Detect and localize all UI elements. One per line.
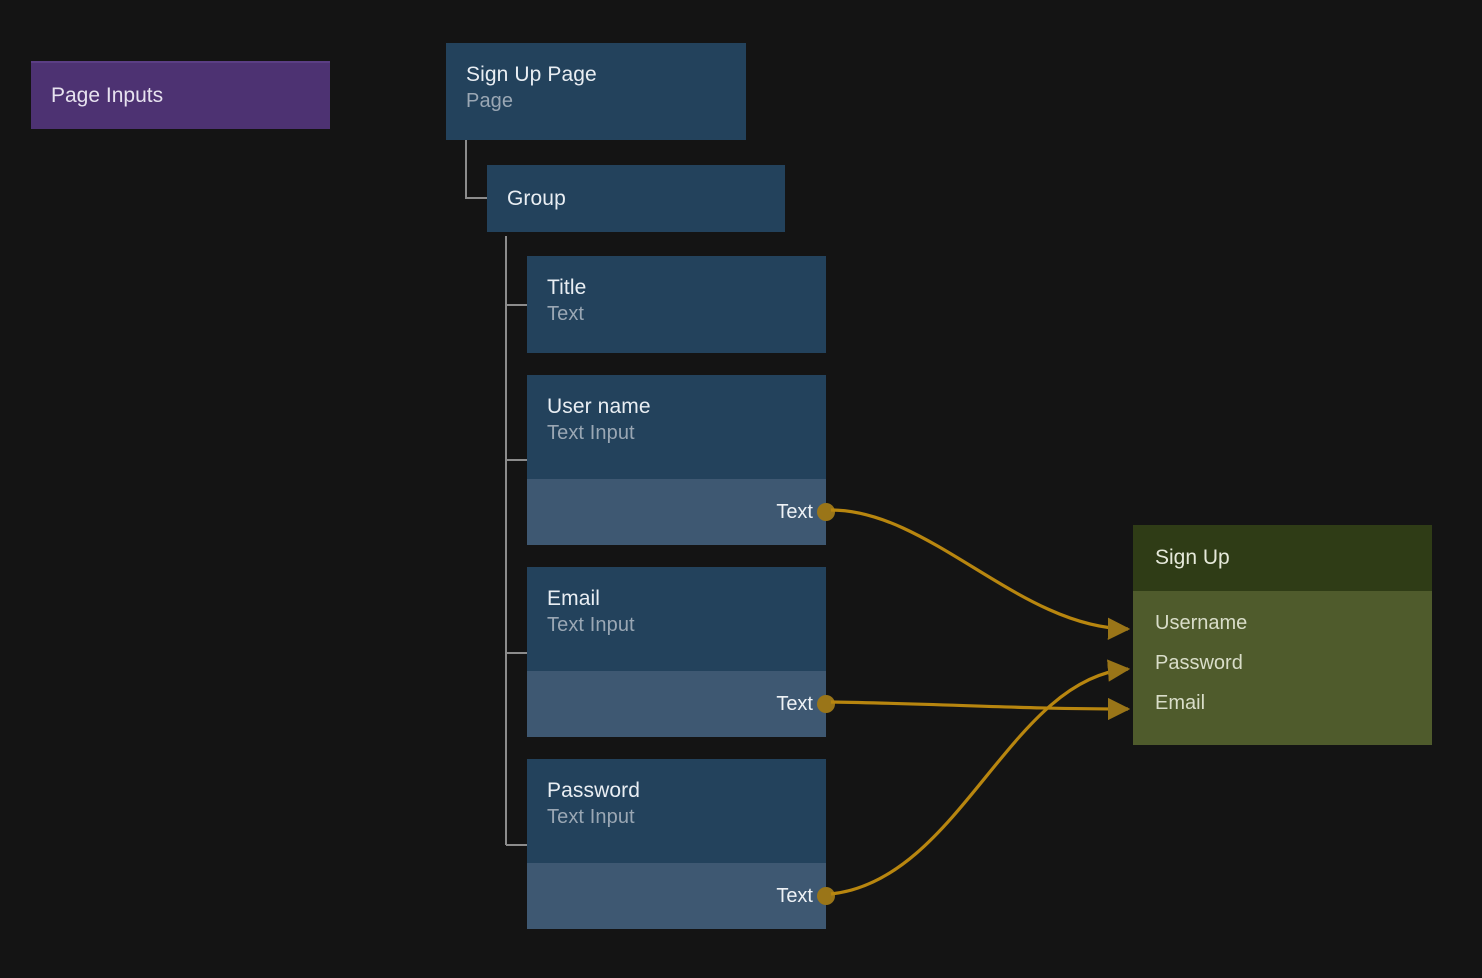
node-sign-up-page-subtitle: Page <box>466 90 514 112</box>
node-title[interactable]: Title Text <box>527 256 826 353</box>
node-group-header[interactable]: Group <box>487 165 785 232</box>
node-sign-up-action-title: Sign Up <box>1155 546 1230 569</box>
input-port-username[interactable]: Username <box>1133 603 1432 643</box>
node-password-label: Password <box>547 779 641 802</box>
node-user-name-output-port-label: Text <box>776 501 813 523</box>
node-email[interactable]: Email Text Input Text <box>527 567 835 737</box>
node-user-name-output-port[interactable]: Text <box>527 479 835 545</box>
node-title-header[interactable]: Title Text <box>527 256 826 353</box>
node-email-label: Email <box>547 587 601 610</box>
input-port-username-label: Username <box>1155 612 1248 634</box>
node-user-name-header[interactable]: User name Text Input <box>527 375 826 479</box>
output-port-dot-icon[interactable] <box>817 503 835 521</box>
node-title-label: Title <box>547 276 587 299</box>
node-email-header[interactable]: Email Text Input <box>527 567 826 671</box>
node-password-output-port-label: Text <box>776 885 813 907</box>
node-sign-up-page-title: Sign Up Page <box>466 63 597 86</box>
node-email-type: Text Input <box>547 614 635 636</box>
page-inputs-chip[interactable]: Page Inputs <box>31 61 330 129</box>
node-group[interactable]: Group <box>487 165 785 232</box>
page-inputs-chip-label: Page Inputs <box>51 84 164 107</box>
node-sign-up-action-body: Username Password Email <box>1133 591 1432 745</box>
node-sign-up-page-header[interactable]: Sign Up Page Page <box>446 43 746 140</box>
node-password[interactable]: Password Text Input Text <box>527 759 835 929</box>
edge-username <box>830 508 1131 640</box>
output-port-dot-icon[interactable] <box>817 695 835 713</box>
node-password-header[interactable]: Password Text Input <box>527 759 826 863</box>
input-port-email-label: Email <box>1155 692 1206 714</box>
node-sign-up-action-header[interactable]: Sign Up <box>1133 525 1432 591</box>
edge-email <box>830 697 1131 721</box>
node-group-title: Group <box>507 187 566 210</box>
node-email-output-port-label: Text <box>776 693 813 715</box>
input-port-password[interactable]: Password <box>1133 643 1432 683</box>
node-title-type: Text <box>547 303 585 325</box>
node-email-output-port[interactable]: Text <box>527 671 835 737</box>
node-sign-up-action[interactable]: Sign Up Username Password Email <box>1133 525 1432 745</box>
node-user-name-type: Text Input <box>547 422 635 444</box>
node-password-output-port[interactable]: Text <box>527 863 835 929</box>
node-password-type: Text Input <box>547 806 635 828</box>
input-port-email[interactable]: Email <box>1133 683 1432 723</box>
edge-password <box>830 659 1131 896</box>
input-port-password-label: Password <box>1155 652 1243 674</box>
output-port-dot-icon[interactable] <box>817 887 835 905</box>
node-sign-up-page[interactable]: Sign Up Page Page <box>446 43 746 140</box>
node-user-name[interactable]: User name Text Input Text <box>527 375 835 545</box>
node-user-name-label: User name <box>547 395 651 418</box>
tree-edge-root-group <box>465 140 487 199</box>
